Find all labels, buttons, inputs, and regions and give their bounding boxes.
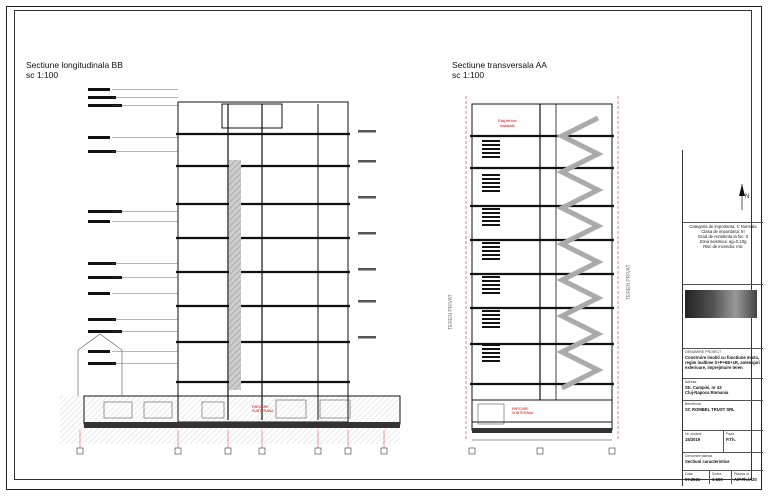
company-logo-icon [685, 290, 757, 318]
right-section-scale: sc 1:100 [452, 70, 485, 80]
wall-bar [482, 140, 500, 142]
note-text-bar [88, 350, 110, 353]
note-text-bar [88, 330, 122, 333]
left-section-scale: sc 1:100 [26, 70, 59, 80]
beneficiary-cell: Beneficiar SC ROMBEL TRUST SRL [683, 400, 763, 418]
wall-bar [482, 360, 500, 362]
note-text-bar [88, 104, 122, 107]
wall-bar [482, 254, 500, 256]
sheet-cell: Plansa nr. A/P.Th./A20 [731, 470, 763, 484]
note-text-bar [358, 300, 376, 303]
wall-bar [482, 284, 500, 286]
title-block: Categoria de importanta: C Normala Clasa… [682, 150, 763, 486]
wall-bar [482, 156, 500, 158]
phase-cell: Faza P.Th. [723, 430, 763, 452]
note-text-bar [88, 88, 110, 91]
scale-cell: Scara 1:100 [709, 470, 731, 484]
category-text: Categoria de importanta: C Normala Clasa… [683, 222, 763, 268]
wall-bar [482, 144, 500, 146]
wall-bar [482, 310, 500, 312]
svg-text:N: N [745, 194, 749, 200]
wall-bar [482, 224, 500, 226]
teren-left-label: TEREN PRIVAT [448, 294, 454, 330]
axis-bubble [224, 447, 232, 455]
stair-flight [556, 115, 604, 391]
axis-bubble [76, 447, 84, 455]
wall-bar [482, 174, 500, 176]
wall-bar [482, 258, 500, 260]
note-text-bar [88, 136, 110, 139]
wall-bar [482, 178, 500, 180]
wall-bar [482, 318, 500, 320]
axis-bubble [258, 447, 266, 455]
note-text-bar [88, 210, 122, 213]
wall-bar [482, 250, 500, 252]
wall-bar [482, 276, 500, 278]
wall-bar [482, 246, 500, 248]
note-text-bar [88, 220, 110, 223]
note-text-bar [88, 96, 116, 99]
axis-bubble [174, 447, 182, 455]
wall-bar [482, 314, 500, 316]
wall-bar [482, 292, 500, 294]
note-text-bar [358, 268, 376, 271]
wall-bar [482, 208, 500, 210]
wall-bar [482, 190, 500, 192]
wall-bar [482, 212, 500, 214]
wall-bar [482, 152, 500, 154]
axis-bubble [536, 447, 544, 455]
wall-bar [482, 288, 500, 290]
wall-bar [482, 216, 500, 218]
drawing-frame [14, 10, 752, 480]
note-text-bar [88, 276, 122, 279]
wall-bar [482, 186, 500, 188]
axis-bubble [344, 447, 352, 455]
project-cell: DENUMIRE PROIECT Construire imobil cu fu… [683, 348, 763, 378]
axis-bubble [380, 447, 388, 455]
note-text-bar [358, 232, 376, 235]
axis-bubble [468, 447, 476, 455]
left-section-title: Sectiune longitudinala BB [26, 60, 123, 70]
wall-bar [482, 182, 500, 184]
wall-bar [482, 344, 500, 346]
note-text-bar [358, 160, 376, 163]
project-no-cell: Nr. proiect 15/2019 [683, 430, 723, 452]
note-text-bar [358, 336, 376, 339]
north-arrow-icon: N [739, 184, 749, 210]
note-text-bar [88, 150, 116, 153]
address-cell: Adresa Str. Campiei, nr 43 Cluj-Napoca R… [683, 378, 763, 400]
wall-bar [482, 356, 500, 358]
note-text-bar [358, 196, 376, 199]
note-text-bar [88, 362, 116, 365]
logo-area [683, 284, 763, 334]
wall-bar [482, 348, 500, 350]
teren-right-label: TEREN PRIVAT [626, 264, 632, 300]
note-text-bar [88, 318, 116, 321]
date-cell: Data 07.2021 [683, 470, 709, 484]
wall-bar [482, 326, 500, 328]
axis-bubble [608, 447, 616, 455]
wall-bar [482, 220, 500, 222]
right-section-title: Sectiune transversala AA [452, 60, 547, 70]
axis-bubble [314, 447, 322, 455]
wall-bar [482, 322, 500, 324]
wall-bar [482, 242, 500, 244]
drawing-name-cell: Denumire plansa Sectiuni caracteristice [683, 452, 763, 470]
wall-bar [482, 148, 500, 150]
note-text-bar [358, 130, 376, 133]
wall-bar [482, 352, 500, 354]
note-text-bar [88, 262, 116, 265]
note-text-bar [88, 292, 110, 295]
wall-bar [482, 280, 500, 282]
